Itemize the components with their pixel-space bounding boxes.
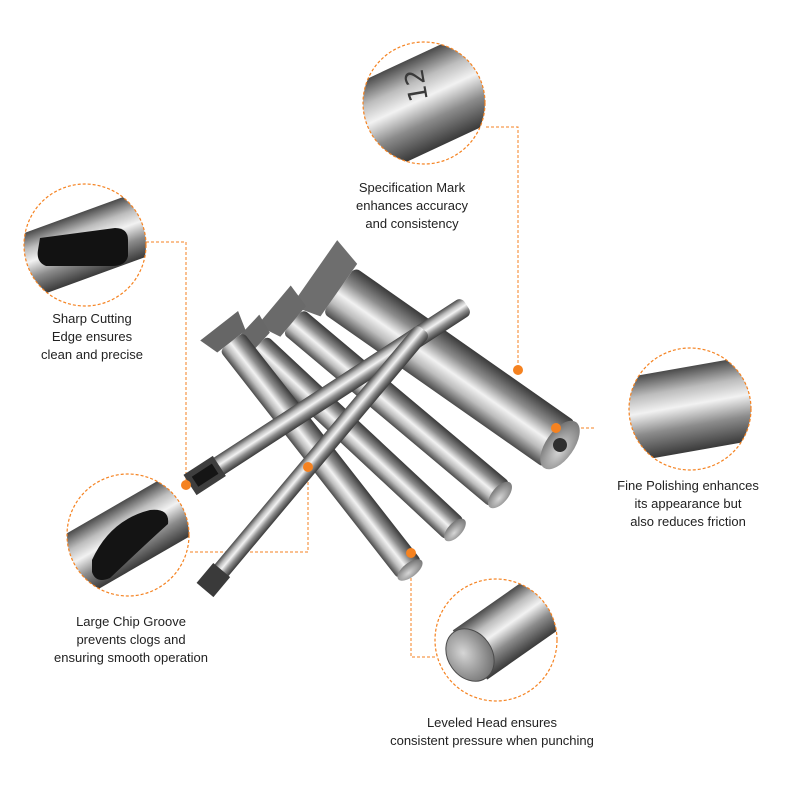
caption-line: its appearance but	[634, 496, 742, 511]
caption-line: enhances accuracy	[355, 198, 468, 213]
caption-specification-mark: Specification Mark enhances accuracy and…	[336, 179, 488, 233]
magnifier-spec-mark: 12	[362, 41, 486, 165]
caption-line: Large Chip Groove	[76, 614, 186, 629]
caption-leveled-head: Leveled Head ensures consistent pressure…	[372, 714, 612, 750]
leader-line-spec	[486, 126, 519, 370]
magnifier-leveled-head	[434, 578, 558, 702]
magnifier-fine-polishing	[628, 347, 752, 471]
callout-dots	[181, 365, 561, 558]
caption-line: also reduces friction	[630, 514, 746, 529]
caption-line: prevents clogs and	[76, 632, 186, 647]
callout-dot-spec	[513, 365, 523, 375]
punch-tool-thin-b	[196, 326, 428, 598]
caption-line: Edge ensures	[51, 329, 133, 344]
caption-fine-polishing: Fine Polishing enhances its appearance b…	[600, 477, 776, 531]
callout-dot-head	[406, 548, 416, 558]
callout-dot-groove	[303, 462, 313, 472]
caption-line: clean and precise	[41, 347, 143, 362]
punch-tool-large	[291, 240, 580, 470]
caption-large-chip-groove: Large Chip Groove prevents clogs and ens…	[36, 613, 226, 667]
magnifier-chip-groove	[66, 473, 190, 597]
svg-text:12: 12	[400, 66, 435, 104]
callout-dot-edge	[181, 480, 191, 490]
punch-tool-medium-a	[257, 285, 512, 509]
magnifier-cutting-edge	[23, 183, 147, 307]
callout-dot-polish	[551, 423, 561, 433]
caption-line: Sharp Cutting	[52, 311, 132, 326]
punch-tools	[183, 240, 580, 598]
caption-line: Specification Mark	[358, 180, 466, 195]
leader-line-head	[410, 553, 435, 658]
caption-line: and consistency	[365, 216, 459, 231]
leader-line-edge	[146, 241, 187, 485]
caption-line: consistent pressure when punching	[390, 733, 594, 748]
leader-line-groove	[190, 467, 309, 553]
caption-line: Leveled Head ensures	[426, 715, 558, 730]
caption-line: Fine Polishing enhances	[617, 478, 759, 493]
caption-sharp-cutting-edge: Sharp Cutting Edge ensures clean and pre…	[22, 310, 162, 364]
caption-line: ensuring smooth operation	[54, 650, 208, 665]
